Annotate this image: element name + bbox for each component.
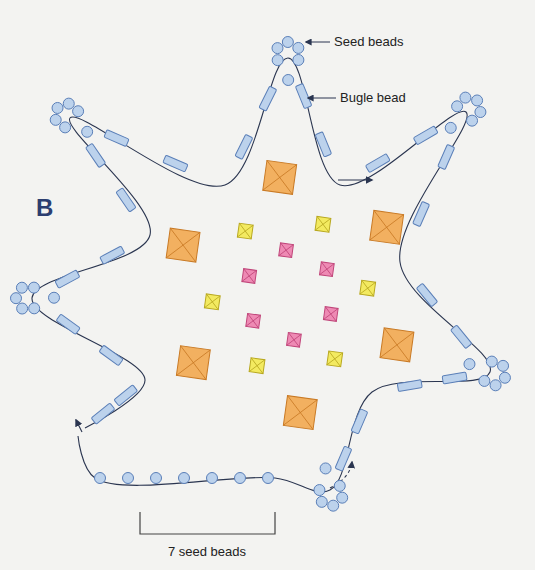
seed-bead (11, 293, 22, 304)
bugle-bead (100, 246, 125, 264)
seed-bead (445, 122, 456, 133)
seed-bead (293, 54, 304, 65)
thread-direction-arrow (338, 179, 372, 180)
seed-bead (235, 473, 246, 484)
seed-bead (82, 126, 93, 137)
seed-bead (179, 473, 190, 484)
seed-bead (282, 37, 293, 48)
seed-bead (479, 375, 490, 386)
bicone-crystal-large (283, 396, 317, 430)
seed-bead (499, 372, 510, 383)
bicone-crystal-pink (287, 332, 302, 347)
seed-bead (95, 473, 106, 484)
seed-bead (334, 480, 345, 491)
seed-bead (472, 95, 483, 106)
seed-bead (48, 292, 59, 303)
seed-bead (283, 74, 294, 85)
seed-bead (490, 380, 501, 391)
seed-bead (467, 115, 478, 126)
bicone-crystal-pink (279, 243, 294, 258)
bugle-bead (416, 283, 437, 307)
seed-bead (263, 473, 274, 484)
bicone-crystal-large (166, 228, 200, 262)
bugle-bead (116, 188, 136, 212)
bugle-bead (413, 126, 438, 145)
bugle-bead (56, 314, 80, 335)
bugle-bead (413, 201, 430, 226)
thread-start-arrow (76, 420, 82, 432)
bugle-bead (451, 325, 472, 349)
bicone-crystal-pink (246, 313, 261, 328)
seed-bead (60, 122, 71, 133)
seed-bead (293, 42, 304, 53)
seed-bead (151, 473, 162, 484)
bugle-bead (91, 403, 115, 424)
seed-bead (123, 473, 134, 484)
bugle-bead (86, 143, 106, 167)
seed-bead (498, 360, 509, 371)
seed-bead (452, 101, 463, 112)
bugle-bead (442, 372, 467, 384)
bicone-crystal-large (370, 210, 404, 244)
seed-bead (17, 303, 28, 314)
bugle-bead (365, 154, 390, 173)
bugle-bead (438, 144, 455, 169)
dimension-label: 7 seed beads (168, 545, 246, 559)
seed-bead (52, 102, 63, 113)
bicone-crystal-yellow (204, 294, 220, 310)
bicone-crystal-yellow (315, 216, 331, 232)
seed-bead (73, 106, 84, 117)
bicone-crystal-large (176, 346, 210, 380)
bugle-bead (351, 409, 368, 434)
seed-bead (16, 282, 27, 293)
bicone-crystal-yellow (327, 351, 343, 367)
seed-bead (316, 496, 327, 507)
dimension-bracket (140, 512, 275, 534)
bicone-crystal-large (263, 161, 297, 195)
bicone-crystal-yellow (237, 223, 253, 239)
seed-bead (28, 282, 39, 293)
seed-bead (29, 303, 40, 314)
panel-letter: B (36, 195, 53, 221)
bugle-bead (104, 130, 129, 147)
seed-bead (337, 492, 348, 503)
bicone-crystal-yellow (360, 280, 376, 296)
bugle-bead (235, 134, 253, 159)
seed-bead (486, 356, 497, 367)
seed-bead (207, 473, 218, 484)
bugle-bead (99, 345, 123, 366)
seed-bead (50, 114, 61, 125)
seed-bead (460, 92, 471, 103)
seed-bead (464, 359, 475, 370)
bugle-bead (55, 270, 80, 288)
leader-arrow (306, 42, 330, 43)
bugle-bead (114, 385, 138, 406)
seed-bead (63, 98, 74, 109)
bugle-bead (295, 83, 311, 108)
bicone-crystal-pink (242, 269, 257, 284)
seed-bead (328, 500, 339, 511)
bugle-bead (335, 446, 352, 471)
bicone-crystal-yellow (249, 358, 265, 374)
thread (32, 58, 491, 492)
seed-bead (272, 43, 283, 54)
bicone-crystal-pink (323, 307, 338, 322)
leader-arrow (308, 98, 336, 99)
part-label: Bugle bead (340, 91, 406, 105)
bugle-bead (259, 86, 277, 111)
bugle-bead (315, 132, 331, 157)
part-label: Seed beads (334, 35, 403, 49)
seed-bead (320, 463, 331, 474)
seed-bead (272, 55, 283, 66)
seed-bead (475, 107, 486, 118)
bugle-bead (163, 155, 188, 172)
bugle-bead (397, 380, 422, 392)
bicone-crystal-large (380, 328, 414, 362)
bicone-crystal-pink (320, 262, 335, 277)
seed-bead (314, 485, 325, 496)
